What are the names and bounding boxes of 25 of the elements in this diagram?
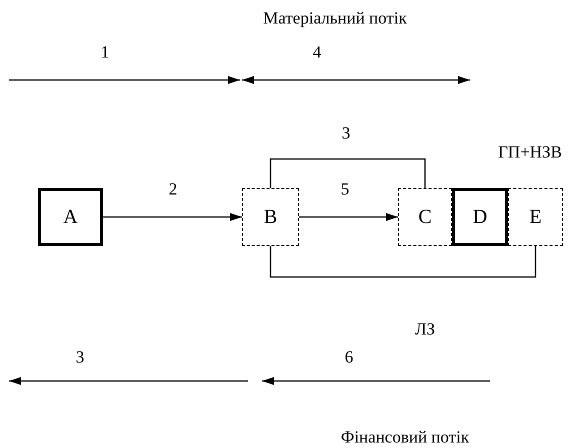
process-box	[242, 188, 299, 246]
text-label: 1	[100, 44, 110, 60]
connector-line	[270, 246, 536, 278]
edge-label: 5	[338, 180, 352, 198]
box-label: E	[529, 207, 542, 227]
connector-line	[270, 158, 426, 188]
box-label: B	[264, 207, 278, 227]
text-label: 4	[312, 44, 322, 60]
text-label: ГП+НЗВ	[498, 144, 562, 160]
box-label: C	[418, 207, 432, 227]
process-box	[508, 188, 563, 246]
process-box	[398, 188, 452, 246]
box-label: D	[472, 207, 488, 227]
text-label: 3	[76, 348, 84, 366]
box-label: A	[63, 207, 78, 227]
text-label: ЛЗ	[414, 320, 436, 338]
text-label: Фінансовий потік	[340, 428, 470, 446]
text-label: 6	[344, 348, 354, 366]
edge-label: 2	[166, 180, 180, 198]
edge-label: 3	[340, 124, 352, 142]
process-box	[452, 188, 508, 246]
arrow	[299, 213, 398, 221]
text-label: Матеріальний потік	[263, 10, 407, 26]
arrow	[103, 213, 242, 221]
process-box	[38, 188, 103, 246]
